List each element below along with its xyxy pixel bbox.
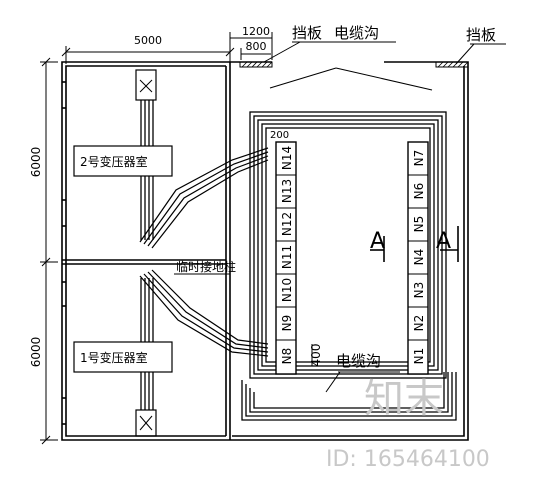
baffle-left-label: 挡板 (292, 24, 322, 42)
panel-n3: N3 (412, 282, 426, 299)
panel-n6: N6 (412, 183, 426, 200)
cable-trench-top-label: 电缆沟 (334, 24, 379, 42)
panel-n12: N12 (280, 212, 294, 236)
transformer-2-label: 2号变压器室 (80, 154, 148, 169)
panel-n1: N1 (412, 348, 426, 365)
trench-gap-dim: 400 (309, 344, 323, 367)
cable-bundles (139, 147, 269, 357)
label-leaders (263, 41, 506, 393)
building-walls (61, 61, 469, 441)
watermark-logo: 知末 (364, 376, 444, 422)
panel-n11: N11 (280, 245, 294, 269)
trench-width-dim: 800 (246, 40, 267, 53)
baffle-hatch (241, 61, 469, 68)
cable-trench-loop (241, 111, 457, 421)
baffle-width-dim: 1200 (242, 25, 270, 38)
section-markers: A A (370, 226, 459, 262)
watermark-id: ID: 165464100 (326, 447, 490, 472)
transformer-room-1: 1号变压器室 (73, 341, 173, 437)
panel-n13: N13 (280, 179, 294, 203)
panel-gap-dim: 200 (270, 130, 289, 141)
baffle-dimension: 1200 800 (229, 25, 273, 60)
panel-row-right: N7 N6 N5 N4 N3 N2 N1 (407, 141, 429, 375)
panel-n7: N7 (412, 150, 426, 167)
panel-n9: N9 (280, 315, 294, 332)
panel-n4: N4 (412, 249, 426, 266)
upper-height-dim: 6000 (29, 147, 43, 178)
temp-ground-label: 临时接地柱 (176, 259, 236, 274)
left-dimension: 6000 6000 (29, 57, 58, 445)
watermark: 知末 ID: 165464100 (326, 376, 490, 472)
lower-height-dim: 6000 (29, 337, 43, 368)
panel-n2: N2 (412, 315, 426, 332)
transformer-room-2: 2号变压器室 (73, 69, 173, 177)
panel-n8: N8 (280, 348, 294, 365)
panel-n5: N5 (412, 216, 426, 233)
cable-trench-bottom-label: 电缆沟 (336, 352, 381, 370)
top-dimension: 5000 (61, 34, 235, 64)
baffle-right-label: 挡板 (466, 26, 496, 44)
panel-n10: N10 (280, 278, 294, 302)
panel-row-left: N14 N13 N12 N11 N10 N9 N8 (275, 141, 297, 375)
section-a-right: A (436, 229, 451, 254)
transformer-1-label: 1号变压器室 (80, 350, 148, 365)
top-width-dim: 5000 (134, 34, 162, 47)
section-a-left: A (370, 229, 385, 254)
panel-n14: N14 (280, 146, 294, 170)
